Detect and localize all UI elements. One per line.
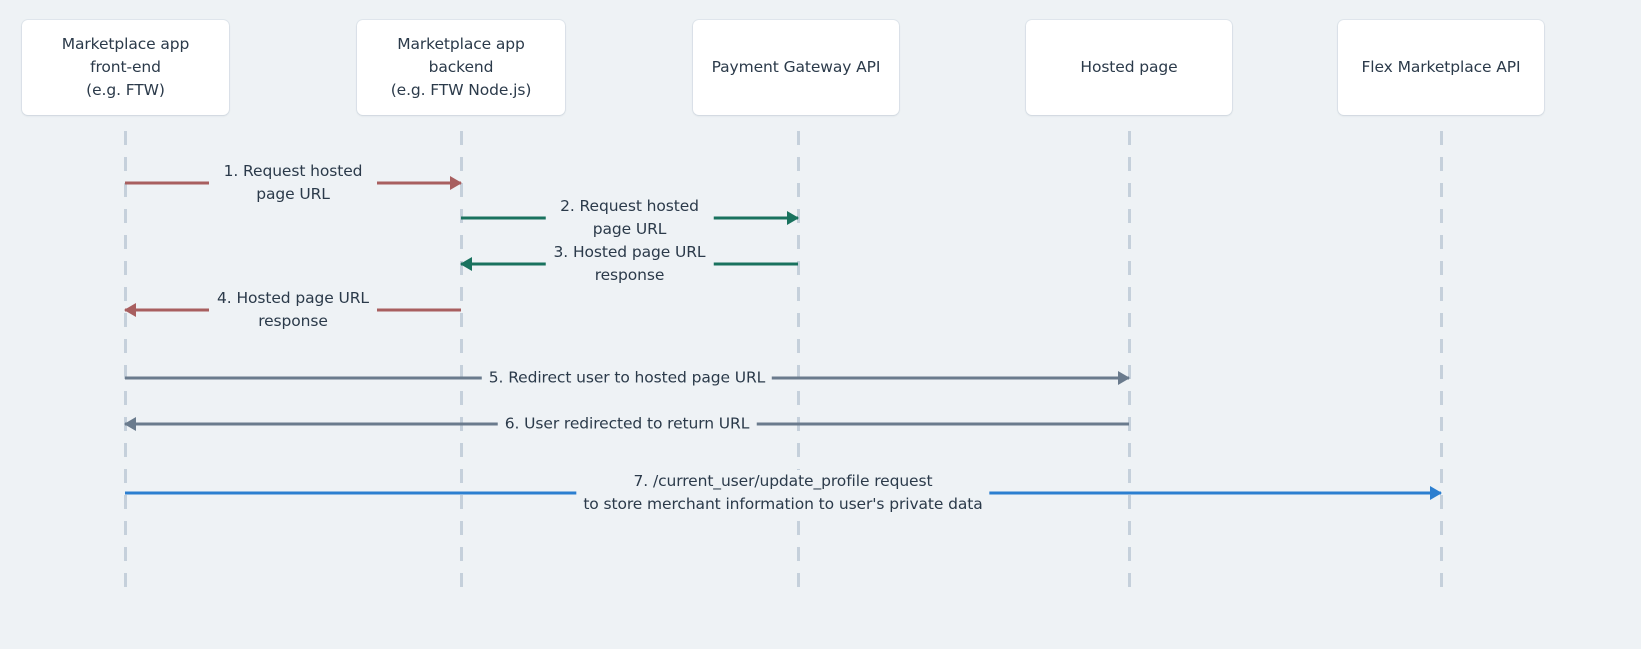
message-6-arrowhead <box>124 417 136 431</box>
lifeline-backend <box>459 131 463 592</box>
participant-label-hosted-page: Hosted page <box>1080 58 1178 76</box>
message-6-label: 6. User redirected to return URL <box>497 412 757 436</box>
message-3-label: 3. Hosted page URL response <box>545 241 714 287</box>
participant-label-frontend: Marketplace app front-end (e.g. FTW) <box>61 35 190 99</box>
message-3-arrowhead <box>460 257 472 271</box>
message-2-arrowhead <box>787 211 799 225</box>
participant-box-backend[interactable]: Marketplace app backend (e.g. FTW Node.j… <box>357 20 565 115</box>
message-5-label: 5. Redirect user to hosted page URL <box>481 366 773 390</box>
participant-box-payment-gateway-api[interactable]: Payment Gateway API <box>693 20 899 115</box>
message-5-arrowhead <box>1118 371 1130 385</box>
participant-label-backend: Marketplace app backend (e.g. FTW Node.j… <box>390 35 532 99</box>
message-1-arrowhead <box>450 176 462 190</box>
participant-label-payment-gateway-api: Payment Gateway API <box>711 58 881 76</box>
message-7-label: 7. /current_user/update_profile request … <box>576 470 990 516</box>
lifeline-payment-gateway-api <box>796 131 800 592</box>
lifeline-frontend <box>123 131 127 592</box>
message-1-label: 1. Request hosted page URL <box>209 160 377 206</box>
participant-box-frontend[interactable]: Marketplace app front-end (e.g. FTW) <box>22 20 229 115</box>
participant-box-hosted-page[interactable]: Hosted page <box>1026 20 1232 115</box>
message-2-label: 2. Request hosted page URL <box>545 195 714 241</box>
lifeline-hosted-page <box>1127 131 1131 592</box>
message-7-arrowhead <box>1430 486 1442 500</box>
message-4-label: 4. Hosted page URL response <box>209 287 377 333</box>
participant-label-flex-marketplace-api: Flex Marketplace API <box>1361 58 1521 76</box>
lifeline-flex-marketplace-api <box>1439 131 1443 592</box>
participant-box-flex-marketplace-api[interactable]: Flex Marketplace API <box>1338 20 1544 115</box>
message-4-arrowhead <box>124 303 136 317</box>
